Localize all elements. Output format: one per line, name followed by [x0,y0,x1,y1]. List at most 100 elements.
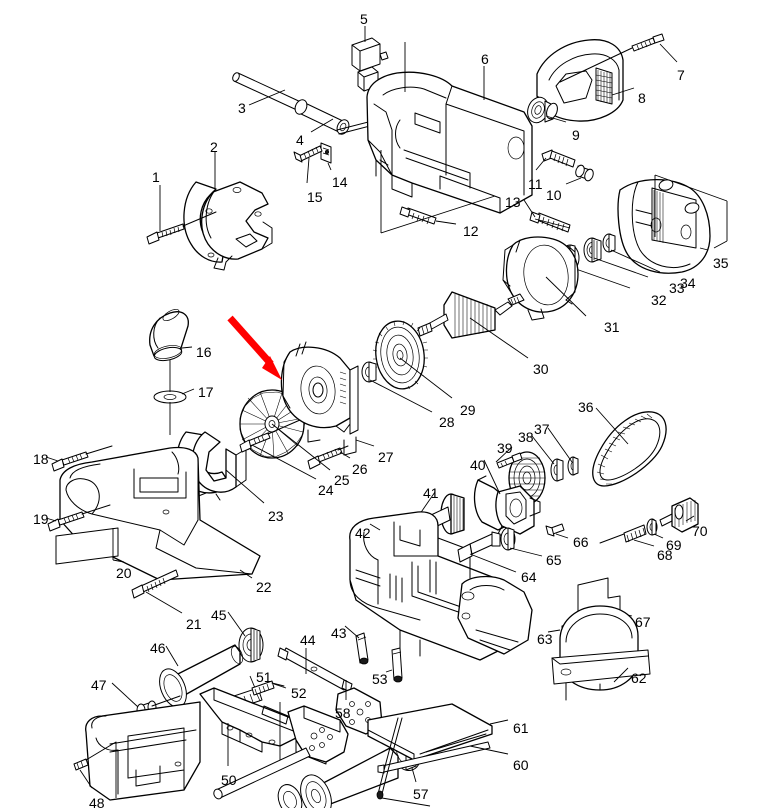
part-number-16: 16 [196,344,212,360]
part-38-bearing [550,458,564,482]
part-number-65: 65 [546,552,562,568]
part-number-41: 41 [423,485,439,501]
part-37-washer [567,456,579,476]
part-number-63: 63 [537,631,553,647]
part-number-10: 10 [546,187,562,203]
part-14-clip [320,142,332,164]
part-number-66: 66 [573,534,589,550]
part-12-screw [399,206,437,225]
part-36-belt [592,411,667,487]
part-number-13: 13 [505,194,521,210]
part-number-3: 3 [238,100,246,116]
part-number-38: 38 [518,429,534,445]
part-number-37: 37 [534,421,550,437]
part-number-45: 45 [211,607,227,623]
part-number-23: 23 [268,508,284,524]
part-group-top-left [146,72,471,271]
part-number-39: 39 [497,440,513,456]
part-21-longbolt [131,569,179,599]
part-group-fan-gearbox [239,341,375,480]
part-number-12: 12 [463,223,479,239]
part-49-plate [85,701,201,801]
part-number-34: 34 [680,275,696,291]
part-42-chassis [349,511,533,661]
part-10-nut [575,164,594,182]
part-group-motor-housing [351,26,678,234]
part-number-50: 50 [221,772,237,788]
part-number-19: 19 [33,511,49,527]
part-64-pin [457,531,501,563]
part-number-18: 18 [33,451,49,467]
part-number-69: 69 [666,537,682,553]
part-number-36: 36 [578,399,594,415]
part-65-bearing [500,527,516,551]
part-number-15: 15 [307,189,323,205]
part-60-blade [377,741,491,774]
part-number-42: 42 [355,525,371,541]
part-35-field [617,179,711,274]
part-number-52: 52 [291,685,307,701]
part-27-gearbox [280,341,359,456]
part-46-roller [159,644,244,708]
part-number-24: 24 [318,482,334,498]
part-34-bearing [602,233,616,253]
part-number-2: 2 [210,139,218,155]
part-number-67: 67 [635,614,651,630]
part-number-30: 30 [533,361,549,377]
part-number-43: 43 [331,625,347,641]
part-40-gearcase [473,475,541,539]
part-52-spring [251,680,285,696]
part-number-27: 27 [378,449,394,465]
part-number-32: 32 [651,292,667,308]
part-6-housing [366,71,533,214]
part-number-33: 33 [669,280,685,296]
part-43-pin [355,632,369,665]
part-15-bolt [293,145,323,163]
part-number-29: 29 [460,402,476,418]
part-48-screw [73,741,117,771]
part-19-bolt [47,504,111,532]
part-number-14: 14 [332,174,348,190]
part-number-22: 22 [256,579,272,595]
part-69-washer [646,518,658,536]
part-number-40: 40 [470,457,486,473]
part-66-bolt [545,523,565,537]
part-number-26: 26 [352,461,368,477]
part-30-armature [417,291,525,339]
part-number-28: 28 [439,414,455,430]
part-number-31: 31 [604,319,620,335]
part-number-47: 47 [91,677,107,693]
part-group-motor [361,174,728,413]
part-13-longscrew [529,211,571,233]
part-number-8: 8 [638,90,646,106]
part-number-9: 9 [572,127,580,143]
part-53-pin [391,647,403,683]
red-arrow-annotation [227,315,282,380]
part-number-4: 4 [296,132,304,148]
part-62-dustport [551,605,651,691]
part-61-plate [367,703,493,761]
part-number-70: 70 [692,523,708,539]
part-31-bracket [502,236,579,321]
part-33-bearing [583,237,602,263]
part-18-bolt [51,445,113,472]
part-9-washer [527,96,558,124]
part-number-21: 21 [186,616,202,632]
part-number-48: 48 [89,795,105,811]
part-24-bolt [239,419,301,453]
part-29-gear [372,320,428,390]
part-number-44: 44 [300,632,316,648]
part-number-51: 51 [256,669,272,685]
part-number-11: 11 [528,176,543,192]
part-2-handle-bracket [183,181,273,271]
part-number-64: 64 [521,569,537,585]
part-45-bearing [238,627,264,663]
part-number-17: 17 [198,384,214,400]
part-number-60: 60 [513,757,529,773]
part-16-dust-elbow [149,308,189,362]
part-1-screw [146,211,217,245]
part-11-bolt [541,149,576,168]
part-number-7: 7 [677,67,685,83]
part-68-spring [599,524,647,544]
